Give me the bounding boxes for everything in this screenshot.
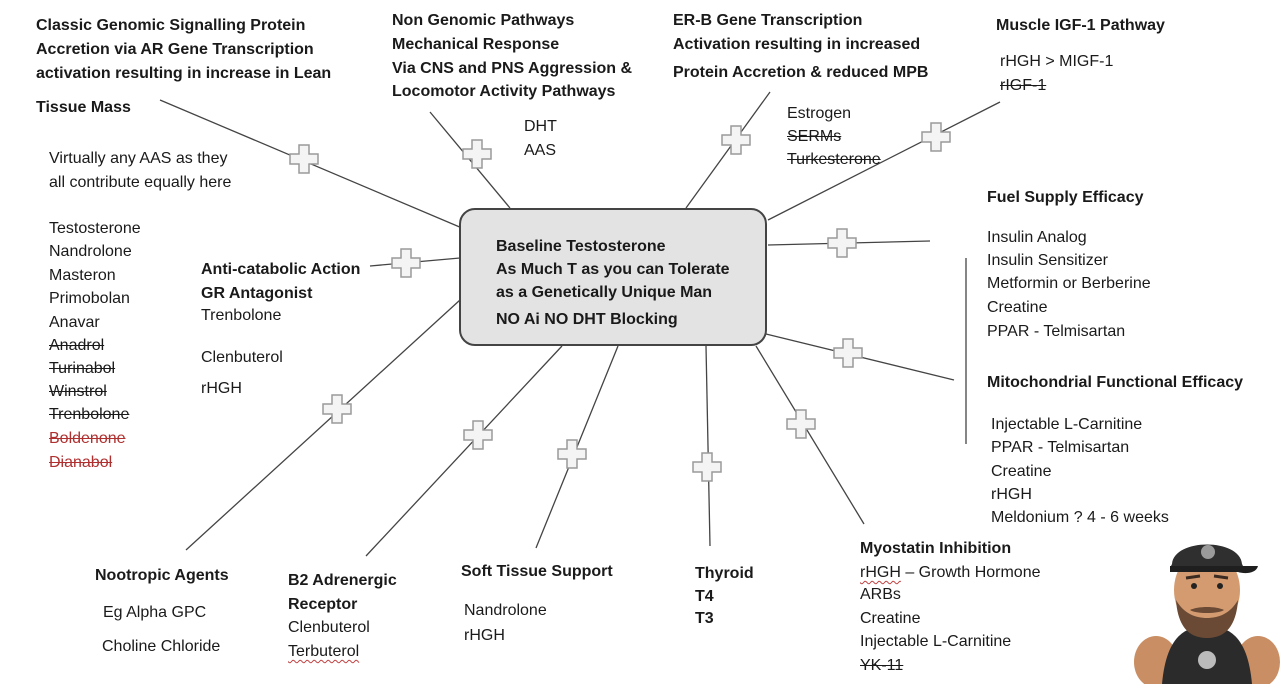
mito-item: Creatine bbox=[991, 463, 1052, 480]
connector-igf1 bbox=[767, 101, 1001, 221]
myostatin-item: ARBs bbox=[860, 586, 901, 603]
mito-item: PPAR - Telmisartan bbox=[991, 439, 1130, 456]
er-b-heading-3: Protein Accretion & reduced MPB bbox=[673, 64, 929, 81]
compound-item-struck: Anadrol bbox=[49, 337, 105, 354]
myostatin-rhgh-rest: – Growth Hormone bbox=[900, 564, 1041, 581]
connector-b2 bbox=[365, 345, 563, 557]
er-b-item: Estrogen bbox=[787, 105, 852, 122]
connector-er-b bbox=[685, 91, 771, 209]
myostatin-item: Injectable L-Carnitine bbox=[860, 633, 1012, 650]
non-genomic-item: AAS bbox=[524, 142, 557, 159]
non-genomic-heading-4: Locomotor Activity Pathways bbox=[392, 83, 616, 100]
classic-ar-note-1: Virtually any AAS as they bbox=[49, 150, 228, 167]
compound-item-struck: Winstrol bbox=[49, 383, 107, 400]
b2-item: Clenbuterol bbox=[288, 619, 370, 636]
compound-item-struck-red: Boldenone bbox=[49, 430, 126, 447]
anticatabolic-heading-1: Anti-catabolic Action bbox=[201, 261, 361, 278]
nootropic-heading: Nootropic Agents bbox=[95, 567, 229, 584]
compound-item-struck: Turinabol bbox=[49, 360, 116, 377]
hub-line-1: Baseline Testosterone bbox=[496, 238, 666, 255]
plus-icon bbox=[786, 409, 816, 439]
plus-icon bbox=[833, 338, 863, 368]
anticatabolic-heading-2: GR Antagonist bbox=[201, 285, 313, 302]
er-b-heading-1: ER-B Gene Transcription bbox=[673, 12, 863, 29]
thyroid-heading-3: T3 bbox=[695, 610, 714, 627]
hub-line-4: NO Ai NO DHT Blocking bbox=[496, 311, 678, 328]
compound-item-struck-red: Dianabol bbox=[49, 454, 113, 471]
er-b-item-struck: Turkesterone bbox=[787, 151, 881, 168]
compound-item-struck: Trenbolone bbox=[49, 406, 130, 423]
b2-heading-2: Receptor bbox=[288, 596, 358, 613]
plus-icon bbox=[557, 439, 587, 469]
connector-thyroid bbox=[705, 345, 711, 547]
soft-tissue-heading: Soft Tissue Support bbox=[461, 563, 613, 580]
non-genomic-item: DHT bbox=[524, 118, 557, 135]
hub-line-3: as a Genetically Unique Man bbox=[496, 284, 713, 301]
hub-line-2: As Much T as you can Tolerate bbox=[496, 261, 730, 278]
myostatin-item-struck: YK-11 bbox=[860, 657, 904, 674]
classic-ar-heading-4: Tissue Mass bbox=[36, 99, 131, 116]
classic-ar-heading-3: activation resulting in increase in Lean bbox=[36, 65, 332, 82]
fuel-item: Metformin or Berberine bbox=[987, 275, 1151, 292]
igf1-item: rHGH > MIGF-1 bbox=[1000, 53, 1114, 70]
anticatabolic-item: Clenbuterol bbox=[201, 349, 283, 366]
anticatabolic-item: rHGH bbox=[201, 380, 242, 397]
plus-icon bbox=[322, 394, 352, 424]
thyroid-heading-1: Thyroid bbox=[695, 565, 754, 582]
compound-item: Testosterone bbox=[49, 220, 141, 237]
mito-heading: Mitochondrial Functional Efficacy bbox=[987, 374, 1244, 391]
plus-icon bbox=[721, 125, 751, 155]
thyroid-heading-2: T4 bbox=[695, 588, 714, 605]
connector-non-genomic bbox=[429, 111, 511, 209]
er-b-heading-2: Activation resulting in increased bbox=[673, 36, 921, 53]
plus-icon bbox=[921, 122, 951, 152]
mito-item: rHGH bbox=[991, 486, 1032, 503]
igf1-heading: Muscle IGF-1 Pathway bbox=[996, 17, 1165, 34]
b2-heading-1: B2 Adrenergic bbox=[288, 572, 397, 589]
mito-item: Meldonium ? 4 - 6 weeks bbox=[991, 509, 1169, 526]
myostatin-rhgh-abbr: rHGH bbox=[860, 564, 901, 581]
fuel-item: Creatine bbox=[987, 299, 1048, 316]
cartoon-avatar bbox=[1134, 544, 1280, 684]
mito-item: Injectable L-Carnitine bbox=[991, 416, 1143, 433]
non-genomic-heading-2: Mechanical Response bbox=[392, 36, 560, 53]
myostatin-heading: Myostatin Inhibition bbox=[860, 540, 1012, 557]
classic-ar-heading-2: Accretion via AR Gene Transcription bbox=[36, 41, 314, 58]
plus-icon bbox=[289, 144, 319, 174]
plus-icon bbox=[391, 248, 421, 278]
compound-item: Primobolan bbox=[49, 290, 130, 307]
fuel-heading: Fuel Supply Efficacy bbox=[987, 189, 1144, 206]
nootropic-item: Eg Alpha GPC bbox=[103, 604, 207, 621]
compound-item: Anavar bbox=[49, 314, 100, 331]
plus-icon bbox=[692, 452, 722, 482]
soft-tissue-item: rHGH bbox=[464, 627, 505, 644]
fuel-item: PPAR - Telmisartan bbox=[987, 323, 1126, 340]
plus-icon bbox=[463, 420, 493, 450]
hub-box: Baseline Testosterone As Much T as you c… bbox=[459, 208, 767, 346]
anticatabolic-item: Trenbolone bbox=[201, 307, 282, 324]
classic-ar-note-2: all contribute equally here bbox=[49, 174, 232, 191]
nootropic-item: Choline Chloride bbox=[102, 638, 221, 655]
non-genomic-heading-3: Via CNS and PNS Aggression & bbox=[392, 60, 633, 77]
er-b-item-struck: SERMs bbox=[787, 128, 842, 145]
plus-icon bbox=[462, 139, 492, 169]
fuel-item: Insulin Analog bbox=[987, 229, 1087, 246]
myostatin-rhgh-line: rHGH – Growth Hormone bbox=[860, 561, 1041, 585]
connector-myostatin bbox=[755, 345, 865, 525]
fuel-item: Insulin Sensitizer bbox=[987, 252, 1108, 269]
igf1-item-struck: rIGF-1 bbox=[1000, 77, 1047, 94]
connector-nootropic bbox=[185, 299, 461, 551]
plus-icon bbox=[827, 228, 857, 258]
b2-item: Terbuterol bbox=[288, 643, 360, 660]
compound-item: Nandrolone bbox=[49, 243, 132, 260]
classic-ar-heading-1: Classic Genomic Signalling Protein bbox=[36, 17, 306, 34]
non-genomic-heading-1: Non Genomic Pathways bbox=[392, 12, 575, 29]
compound-item: Masteron bbox=[49, 267, 116, 284]
soft-tissue-item: Nandrolone bbox=[464, 602, 547, 619]
myostatin-item: Creatine bbox=[860, 610, 921, 627]
